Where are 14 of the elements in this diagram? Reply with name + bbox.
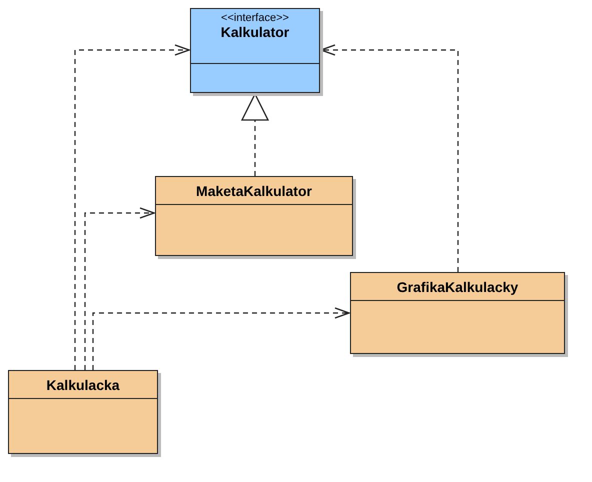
class-name: Kalkulator xyxy=(220,24,290,40)
class-box xyxy=(350,272,565,354)
class-name: GrafikaKalkulacky xyxy=(396,279,520,295)
class-name: MaketaKalkulator xyxy=(195,183,313,199)
dependency-arrow xyxy=(320,44,459,272)
dependency-arrow xyxy=(241,93,269,176)
class-box xyxy=(8,370,158,454)
dependency-arrow xyxy=(74,44,190,370)
dependency-arrow xyxy=(84,207,155,370)
stereotype-label: <<interface>> xyxy=(220,12,290,24)
class-name: Kalkulacka xyxy=(45,377,121,393)
class-box xyxy=(155,176,353,256)
dependency-arrow xyxy=(92,307,350,370)
class-box xyxy=(190,8,320,93)
